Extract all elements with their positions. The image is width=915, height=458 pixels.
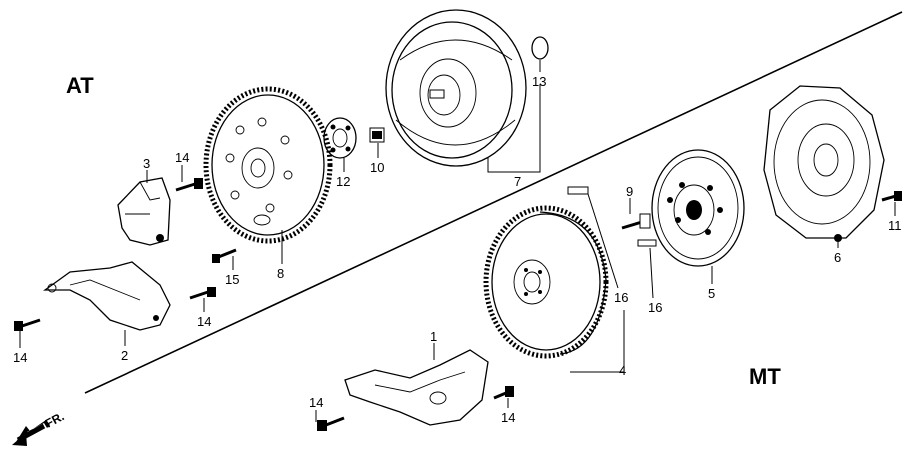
callout-3: 3 xyxy=(143,156,150,171)
bolt-14-cover xyxy=(189,287,216,300)
callout-4: 4 xyxy=(619,363,626,378)
callout-15: 15 xyxy=(225,272,239,287)
callout-12: 12 xyxy=(336,174,350,189)
dowel-pin-upper xyxy=(567,186,589,195)
bolt-15 xyxy=(212,248,237,263)
callout-11: 11 xyxy=(888,218,902,233)
callout-14b: 14 xyxy=(197,314,211,329)
lower-cover-at xyxy=(42,261,171,331)
lower-cover-mt xyxy=(344,349,489,426)
callout-2: 2 xyxy=(121,348,128,363)
callout-6: 6 xyxy=(834,250,841,265)
section-label-mt: MT xyxy=(749,364,781,389)
ring-gear-flywheel xyxy=(203,86,333,244)
callout-10: 10 xyxy=(370,160,384,175)
callout-14a: 14 xyxy=(175,150,189,165)
bolt-9 xyxy=(621,213,651,230)
bolt-14-mt-left xyxy=(317,416,345,431)
drive-plate xyxy=(323,117,357,159)
leader-16a xyxy=(587,193,619,289)
o-ring xyxy=(531,36,549,60)
callout-14e: 14 xyxy=(501,410,515,425)
callout-7: 7 xyxy=(514,174,521,189)
callout-8: 8 xyxy=(277,266,284,281)
leader-4 xyxy=(570,310,625,373)
pressure-plate xyxy=(763,85,885,242)
bolt-11 xyxy=(881,191,902,202)
bolt-14-left xyxy=(14,318,41,331)
callout-16a: 16 xyxy=(614,290,628,305)
callout-13: 13 xyxy=(532,74,546,89)
callout-14d: 14 xyxy=(309,395,323,410)
section-divider xyxy=(84,11,903,394)
bolt-14-bracket xyxy=(175,178,203,192)
torque-converter xyxy=(385,9,527,167)
clutch-disc xyxy=(651,149,745,267)
cover-bracket xyxy=(117,177,171,246)
flywheel-mt xyxy=(483,205,609,359)
callout-1: 1 xyxy=(430,329,437,344)
callout-9: 9 xyxy=(626,184,633,199)
leader-7 xyxy=(487,84,541,173)
callout-14c: 14 xyxy=(13,350,27,365)
front-direction-label: FR. xyxy=(43,409,67,430)
bolt-14-mt-right xyxy=(493,386,514,400)
bolt-10 xyxy=(369,127,385,143)
leader-16b xyxy=(649,247,654,299)
callout-5: 5 xyxy=(708,286,715,301)
dowel-pin-lower xyxy=(637,239,657,247)
callout-16b: 16 xyxy=(648,300,662,315)
front-direction-arrow-icon xyxy=(12,420,50,446)
section-label-at: AT xyxy=(66,73,94,98)
